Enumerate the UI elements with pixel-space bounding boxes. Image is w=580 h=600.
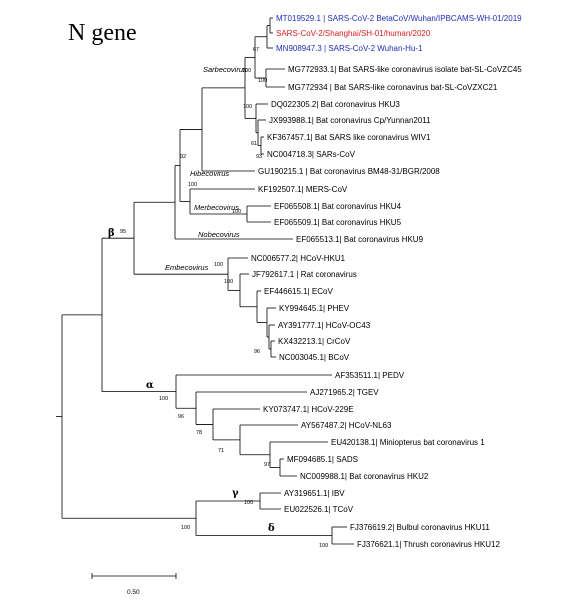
bootstrap-value: 100 <box>258 78 267 84</box>
taxon-label: AY391777.1| HCoV-OC43 <box>278 321 371 330</box>
greek-label: α <box>146 380 154 391</box>
genus-labels: SarbecovirusHibecovirusMerbecovirusNobec… <box>165 65 247 272</box>
bootstrap-value: 78 <box>196 430 202 436</box>
taxon-label: KF192507.1| MERS-CoV <box>258 185 348 194</box>
bootstrap-value: 100 <box>159 396 168 402</box>
bootstrap-values: 67 100 100 100 61 93 92 100 100 95 100 100 96 100 96 78… <box>120 47 328 549</box>
bootstrap-value: 92 <box>180 154 186 160</box>
bootstrap-value: 96 <box>254 349 260 355</box>
greek-label: γ <box>232 488 239 499</box>
bootstrap-value: 100 <box>244 500 253 506</box>
taxon-labels: MT019529.1 | SARS-CoV-2 BetaCoV/Wuhan/IP… <box>251 14 522 549</box>
taxon-label: MG772933.1| Bat SARS-like coronavirus is… <box>288 65 522 74</box>
genus-label: Embecovirus <box>165 263 209 272</box>
taxon-label: MT019529.1 | SARS-CoV-2 BetaCoV/Wuhan/IP… <box>276 14 522 23</box>
taxon-label: EU420138.1| Miniopterus bat coronavirus … <box>331 438 485 447</box>
taxon-label: SARS-CoV-2/Shanghai/SH-01/human/2020 <box>276 29 431 38</box>
taxon-label: AF353511.1| PEDV <box>335 371 405 380</box>
bootstrap-value: 100 <box>224 279 233 285</box>
bootstrap-value: 61 <box>251 141 257 147</box>
taxon-label: NC004718.3| SARs-CoV <box>267 150 356 159</box>
bootstrap-value: 100 <box>232 209 241 215</box>
taxon-label: NC006577.2| HCoV-HKU1 <box>251 254 346 263</box>
taxon-label: EF065513.1| Bat coronavirus HKU9 <box>296 235 424 244</box>
bootstrap-value: 100 <box>188 182 197 188</box>
bootstrap-value: 71 <box>218 448 224 454</box>
figure-title: N gene <box>68 20 137 46</box>
taxon-label: KX432213.1| CrCoV <box>278 337 351 346</box>
taxon-label: MF094685.1| SADS <box>287 455 358 464</box>
bootstrap-value: 67 <box>253 47 259 53</box>
greek-label: β <box>108 228 115 239</box>
taxon-label: NC003045.1| BCoV <box>279 353 350 362</box>
taxon-label: EF065508.1| Bat coronavirus HKU4 <box>274 202 402 211</box>
taxon-label: NC009988.1| Bat coronavirus HKU2 <box>300 472 429 481</box>
taxon-label: DQ022305.2| Bat coronavirus HKU3 <box>271 100 400 109</box>
bootstrap-value: 100 <box>181 525 190 531</box>
taxon-label: MN908947.3 | SARS-CoV-2 Wuhan-Hu-1 <box>276 44 423 53</box>
scale-bar-label: 0.50 <box>127 589 140 596</box>
taxon-label: KF367457.1| Bat SARS like coronavirus WI… <box>267 133 431 142</box>
taxon-label: GU190215.1 | Bat coronavirus BM48-31/BGR… <box>258 167 440 176</box>
bootstrap-value: 96 <box>178 414 184 420</box>
bootstrap-value: 95 <box>120 229 126 235</box>
taxon-label: AJ271965.2| TGEV <box>310 388 379 397</box>
bootstrap-value: 93 <box>256 154 262 160</box>
bootstrap-value: 100 <box>319 543 328 549</box>
taxon-label: KY994645.1| PHEV <box>279 304 350 313</box>
taxon-label: JX993988.1| Bat coronavirus Cp/Yunnan201… <box>269 116 431 125</box>
genus-label: Merbecovirus <box>194 203 239 212</box>
bootstrap-value: 100 <box>242 68 251 74</box>
greek-label: δ <box>268 523 275 534</box>
bootstrap-value: 100 <box>214 262 223 268</box>
taxon-label: EU022526.1| TCoV <box>284 505 354 514</box>
genus-label: Nobecovirus <box>198 230 240 239</box>
scale-bar: 0.50 <box>91 573 177 596</box>
taxon-label: EF065509.1| Bat coronavirus HKU5 <box>274 218 402 227</box>
taxon-label: FJ376621.1| Thrush coronavirus HKU12 <box>357 540 500 549</box>
taxon-label: EF446615.1| ECoV <box>264 287 333 296</box>
tree-branches <box>56 17 354 545</box>
genus-label: Hibecovirus <box>190 169 229 178</box>
taxon-label: KY073747.1| HCoV-229E <box>263 405 354 414</box>
bootstrap-value: 97 <box>264 462 270 468</box>
taxon-label: MG772934 | Bat SARS-like coronavirus bat… <box>288 83 498 92</box>
taxon-label: FJ376619.2| Bulbul coronavirus HKU11 <box>350 523 490 532</box>
genus-label: Sarbecovirus <box>203 65 247 74</box>
taxon-label: JF792617.1 | Rat coronavirus <box>252 270 357 279</box>
taxon-label: AY567487.2| HCoV-NL63 <box>301 421 392 430</box>
taxon-label: AY319651.1| IBV <box>284 489 345 498</box>
greek-genus-labels: β α γ δ <box>108 228 275 534</box>
bootstrap-value: 100 <box>243 104 252 110</box>
